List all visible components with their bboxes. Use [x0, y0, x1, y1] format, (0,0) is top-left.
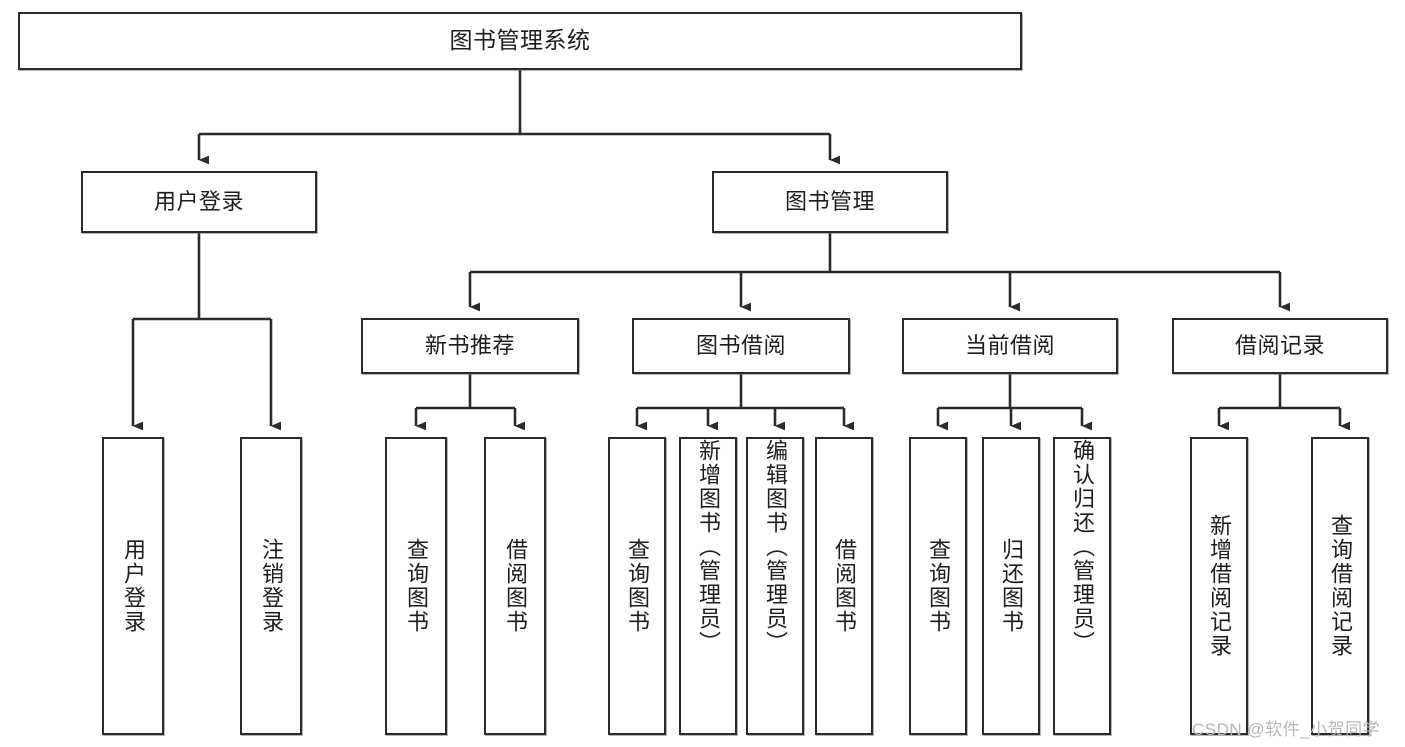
- node-user-login[interactable]: 用户登录: [81, 171, 317, 233]
- node-label: 查询图书: [925, 538, 951, 634]
- leaf-add-book-admin[interactable]: 新增图书（管理员）: [679, 437, 737, 735]
- node-new-book-recommendation[interactable]: 新书推荐: [361, 318, 579, 374]
- leaf-user-login[interactable]: 用户登录: [102, 437, 164, 735]
- node-label: 借阅图书: [502, 538, 528, 634]
- leaf-query-book-recommendation[interactable]: 查询图书: [385, 437, 447, 735]
- node-label: 图书管理系统: [449, 27, 591, 54]
- node-label: 用户登录: [153, 188, 244, 214]
- leaf-borrow-book-recommendation[interactable]: 借阅图书: [484, 437, 546, 735]
- node-current-borrowing[interactable]: 当前借阅: [902, 318, 1118, 374]
- leaf-borrow-book[interactable]: 借阅图书: [815, 437, 873, 735]
- node-label: 新增图书（管理员）: [695, 439, 721, 655]
- node-label: 查询借阅记录: [1327, 514, 1353, 658]
- node-label: 图书借阅: [695, 332, 786, 358]
- node-label: 归还图书: [998, 538, 1024, 634]
- leaf-logout[interactable]: 注销登录: [240, 437, 302, 735]
- node-label: 用户登录: [120, 538, 146, 634]
- node-label: 当前借阅: [964, 332, 1055, 358]
- node-label: 编辑图书（管理员）: [762, 439, 788, 655]
- node-label: 查询图书: [403, 538, 429, 634]
- leaf-return-book[interactable]: 归还图书: [982, 437, 1040, 735]
- node-label: 图书管理: [784, 188, 875, 214]
- leaf-query-book-current[interactable]: 查询图书: [909, 437, 967, 735]
- node-borrowing-record[interactable]: 借阅记录: [1172, 318, 1388, 374]
- node-label: 新增借阅记录: [1206, 514, 1232, 658]
- leaf-query-borrowing-record[interactable]: 查询借阅记录: [1311, 437, 1369, 735]
- node-root-book-management-system[interactable]: 图书管理系统: [18, 12, 1022, 70]
- node-label: 查询图书: [624, 538, 650, 634]
- node-label: 确认归还（管理员）: [1069, 439, 1095, 655]
- node-label: 注销登录: [258, 538, 284, 634]
- leaf-confirm-return-admin[interactable]: 确认归还（管理员）: [1053, 437, 1111, 735]
- node-label: 借阅图书: [831, 538, 857, 634]
- node-label: 借阅记录: [1234, 332, 1325, 358]
- leaf-edit-book-admin[interactable]: 编辑图书（管理员）: [746, 437, 804, 735]
- leaf-add-borrowing-record[interactable]: 新增借阅记录: [1190, 437, 1248, 735]
- node-book-management[interactable]: 图书管理: [712, 171, 948, 233]
- node-book-borrowing[interactable]: 图书借阅: [632, 318, 850, 374]
- node-label: 新书推荐: [424, 332, 515, 358]
- leaf-query-book[interactable]: 查询图书: [608, 437, 666, 735]
